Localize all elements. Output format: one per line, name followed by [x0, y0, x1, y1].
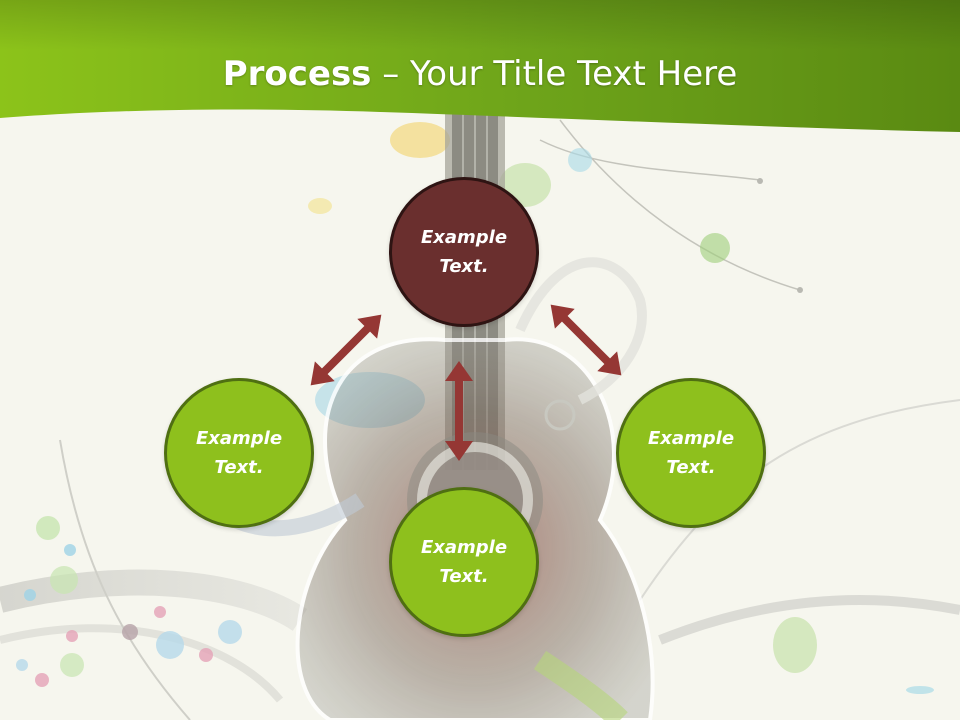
arrow-top-to-right: [550, 304, 622, 376]
node-text-line1: Example: [195, 428, 283, 449]
node-text-line2: Text.: [666, 457, 716, 478]
process-node-left: Example Text.: [164, 378, 314, 528]
title-bold: Process: [222, 54, 372, 94]
arrow-top-to-left: [310, 314, 382, 386]
node-text-line1: Example: [420, 227, 508, 248]
title-rest: – Your Title Text Here: [371, 54, 738, 94]
process-node-bottom: Example Text.: [389, 487, 539, 637]
process-node-right: Example Text.: [616, 378, 766, 528]
process-node-top: Example Text.: [389, 177, 539, 327]
header-band: [0, 0, 960, 132]
node-text-line2: Text.: [439, 256, 489, 277]
slide-title: Process – Your Title Text Here: [0, 52, 960, 96]
arrow-top-to-bottom: [445, 361, 473, 461]
node-text-line1: Example: [647, 428, 735, 449]
node-text-line1: Example: [420, 537, 508, 558]
node-text-line2: Text.: [439, 566, 489, 587]
node-text-line2: Text.: [214, 457, 264, 478]
